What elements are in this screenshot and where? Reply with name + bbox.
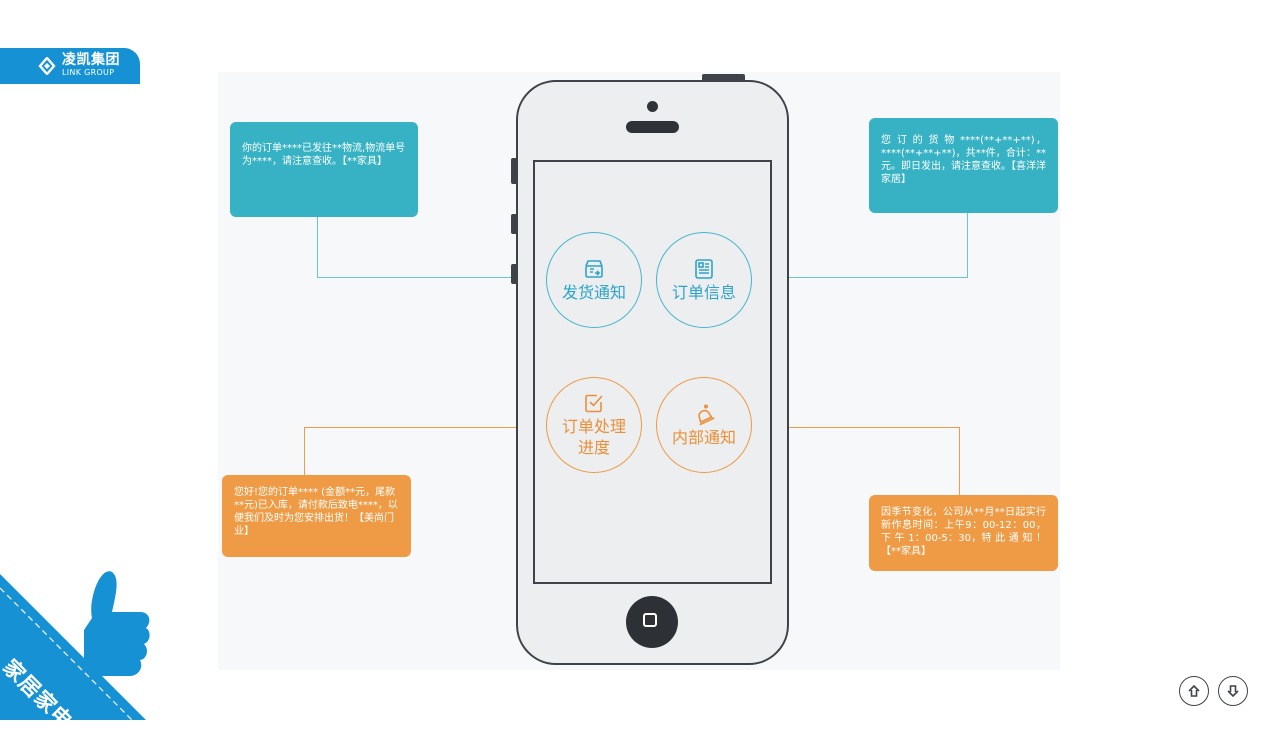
shipping-message-text: 你的订单****已发往**物流,物流单号为****，请注意查收。【**家具】 xyxy=(242,143,406,167)
arrow-down-circle-icon xyxy=(1227,685,1239,698)
feature-label: 订单处理进度 xyxy=(561,417,626,457)
checkbox-icon xyxy=(585,394,603,413)
scroll-down-button[interactable] xyxy=(1218,676,1248,706)
thumbs-up-icon xyxy=(84,571,150,676)
logo-english-name: LINK GROUP xyxy=(62,68,115,77)
feature-order-progress[interactable]: 订单处理进度 xyxy=(546,377,642,473)
phone-screen xyxy=(533,160,772,584)
connector-line xyxy=(959,427,960,496)
category-ribbon xyxy=(0,560,160,720)
internal-message-box: 因季节变化，公司从**月**日起实行新作息时间：上午9：00-12：00，下 午… xyxy=(869,495,1058,571)
phone-home-button[interactable] xyxy=(626,596,678,648)
logo-chinese-name: 凌凯集团 xyxy=(62,52,120,68)
progress-message-text: 您好!您的订单**** (金额**元，尾款**元)已入库，请付款后致电****，… xyxy=(234,487,398,537)
shipping-message-box: 你的订单****已发往**物流,物流单号为****，请注意查收。【**家具】 xyxy=(230,122,418,217)
phone-power-button xyxy=(702,74,745,81)
progress-message-box: 您好!您的订单**** (金额**元，尾款**元)已入库，请付款后致电****，… xyxy=(222,475,411,557)
bell-icon xyxy=(698,403,715,425)
connector-line xyxy=(967,212,968,278)
feature-shipping-notice[interactable]: 发货通知 xyxy=(546,232,642,328)
scroll-up-button[interactable] xyxy=(1179,676,1209,706)
feature-label: 内部通知 xyxy=(671,427,736,447)
feature-label: 订单信息 xyxy=(671,282,736,302)
phone-side-button xyxy=(511,264,517,284)
brand-logo: 凌凯集团 LINK GROUP xyxy=(0,48,140,84)
phone-camera xyxy=(647,101,658,112)
connector-line xyxy=(764,277,968,278)
connector-line xyxy=(764,427,960,428)
order-info-message-box: 您 订 的 货 物 ****(**+**+**)，****(**+**+**)，… xyxy=(869,118,1058,213)
connector-line xyxy=(317,216,318,278)
order-info-message-text: 您 订 的 货 物 ****(**+**+**)，****(**+**+**)，… xyxy=(881,135,1046,185)
internal-message-text: 因季节变化，公司从**月**日起实行新作息时间：上午9：00-12：00，下 午… xyxy=(881,507,1046,557)
connector-line xyxy=(317,277,540,278)
order-list-icon xyxy=(695,258,713,279)
connector-line xyxy=(304,427,540,428)
logo-mark-icon xyxy=(38,57,56,75)
phone-speaker xyxy=(626,121,679,133)
phone-side-button xyxy=(511,158,517,184)
connector-line xyxy=(304,427,305,476)
arrow-up-circle-icon xyxy=(1188,684,1200,697)
phone-side-button xyxy=(511,214,517,234)
feature-order-info[interactable]: 订单信息 xyxy=(656,232,752,328)
feature-internal-notice[interactable]: 内部通知 xyxy=(656,377,752,473)
feature-label: 发货通知 xyxy=(561,282,626,302)
shipping-box-icon xyxy=(585,259,603,278)
